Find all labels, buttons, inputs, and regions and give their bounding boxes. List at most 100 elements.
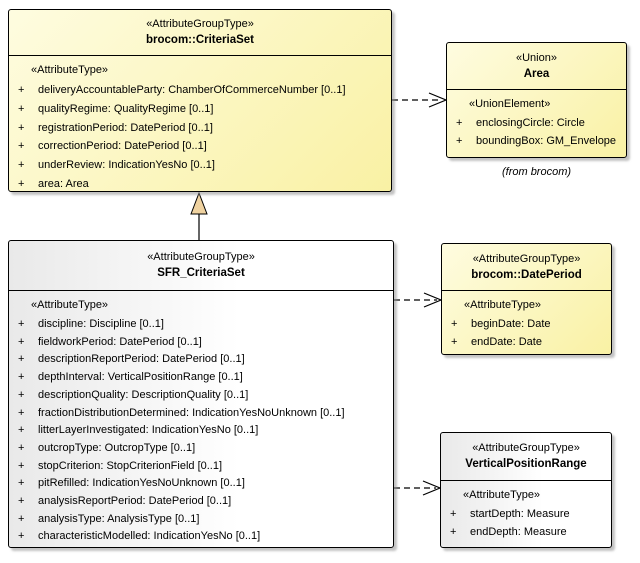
attribute-text: outcropType: OutcropType [0..1] — [38, 441, 196, 454]
class-stereotype: «AttributeGroupType» — [147, 251, 255, 263]
visibility-marker: + — [18, 84, 25, 96]
generalization-connector[interactable] — [190, 191, 208, 240]
class-stereotype: «AttributeGroupType» — [472, 252, 581, 265]
visibility-marker: + — [18, 353, 25, 366]
attribute-text: endDate: Date — [471, 335, 542, 348]
attribute-row: + litterLayerInvestigated: IndicationYes… — [16, 422, 389, 440]
attribute-text: enclosingCircle: Circle — [476, 117, 585, 129]
class-brocom-criteriaset[interactable]: «AttributeGroupType» brocom::CriteriaSet… — [8, 9, 392, 192]
attribute-row: + beginDate: Date — [449, 316, 607, 334]
attribute-row: + analysisReportPeriod: DatePeriod [0..1… — [16, 493, 389, 511]
dependency-connector-dateperiod[interactable] — [394, 292, 443, 308]
attribute-row: + underReview: IndicationYesNo [0..1] — [16, 156, 387, 175]
attribute-text: descriptionQuality: DescriptionQuality [… — [38, 388, 249, 401]
class-stereotype: «AttributeGroupType» — [146, 18, 254, 30]
attribute-text: beginDate: Date — [471, 318, 551, 330]
visibility-marker: + — [18, 406, 25, 419]
attribute-row: + endDepth: Measure — [448, 524, 607, 542]
attribute-row: + descriptionReportPeriod: DatePeriod [0… — [16, 351, 389, 369]
attribute-text: fractionDistributionDetermined: Indicati… — [38, 406, 345, 419]
attribute-row: + depthInterval: VerticalPositionRange [… — [16, 369, 389, 387]
visibility-marker: + — [18, 495, 25, 508]
attribute-row: + registrationPeriod: DatePeriod [0..1] — [16, 119, 387, 138]
attribute-text: stopCriterion: StopCriterionField [0..1] — [38, 459, 223, 472]
attribute-row: + fieldworkPeriod: DatePeriod [0..1] — [16, 334, 389, 352]
section-label: «AttributeType» — [31, 64, 109, 76]
section-label: «AttributeType» — [463, 489, 541, 501]
section-label: «AttributeType» — [31, 299, 109, 311]
attribute-text: underReview: IndicationYesNo [0..1] — [38, 159, 215, 172]
class-name: SFR_CriteriaSet — [157, 267, 245, 279]
visibility-marker: + — [18, 335, 25, 348]
visibility-marker: + — [18, 459, 25, 472]
visibility-marker: + — [18, 388, 25, 401]
class-header: «AttributeGroupType» brocom::CriteriaSet — [9, 10, 391, 56]
attribute-text: endDepth: Measure — [470, 525, 567, 538]
visibility-marker: + — [18, 530, 25, 543]
class-header: «Union» Area — [447, 43, 626, 90]
attribute-row: + boundingBox: GM_Envelope — [454, 133, 622, 151]
attribute-row: + stopCriterion: StopCriterionField [0..… — [16, 458, 389, 476]
class-name: brocom::CriteriaSet — [146, 34, 254, 46]
attribute-text: deliveryAccountableParty: ChamberOfComme… — [38, 84, 346, 96]
attribute-text: analysisReportPeriod: DatePeriod [0..1] — [38, 495, 232, 508]
attribute-text: correctionPeriod: DatePeriod [0..1] — [38, 140, 207, 153]
attribute-text: boundingBox: GM_Envelope — [476, 134, 617, 147]
attribute-row: + startDepth: Measure — [448, 506, 607, 524]
attribute-row: + characteristicModelled: IndicationYesN… — [16, 528, 389, 546]
section-label: «UnionElement» — [469, 98, 551, 110]
visibility-marker: + — [18, 512, 25, 525]
attribute-row: + discipline: Discipline [0..1] — [16, 316, 389, 334]
class-area-union[interactable]: «Union» Area «UnionElement» + enclosingC… — [446, 42, 627, 158]
class-header: «AttributeGroupType» VerticalPositionRan… — [441, 433, 611, 481]
visibility-marker: + — [18, 121, 25, 134]
attribute-text: discipline: Discipline [0..1] — [38, 318, 164, 330]
class-brocom-dateperiod[interactable]: «AttributeGroupType» brocom::DatePeriod … — [441, 243, 612, 355]
visibility-marker: + — [18, 318, 25, 330]
visibility-marker: + — [456, 134, 463, 147]
attribute-row: + correctionPeriod: DatePeriod [0..1] — [16, 137, 387, 156]
visibility-marker: + — [450, 508, 457, 520]
attribute-row: + fractionDistributionDetermined: Indica… — [16, 405, 389, 423]
attributes-compartment: «UnionElement» + enclosingCircle: Circle… — [447, 90, 626, 150]
class-header: «AttributeGroupType» brocom::DatePeriod — [442, 244, 611, 291]
dependency-connector-area[interactable] — [392, 92, 448, 108]
visibility-marker: + — [18, 424, 25, 437]
attribute-text: pitRefilled: IndicationYesNoUnknown [0..… — [38, 477, 245, 490]
attribute-row: + analysisType: AnalysisType [0..1] — [16, 511, 389, 529]
visibility-marker: + — [456, 117, 463, 129]
visibility-marker: + — [18, 371, 25, 384]
visibility-marker: + — [18, 177, 25, 190]
attribute-text: fieldworkPeriod: DatePeriod [0..1] — [38, 335, 202, 348]
attribute-text: depthInterval: VerticalPositionRange [0.… — [38, 371, 243, 384]
attributes-compartment: «AttributeType» + deliveryAccountablePar… — [9, 56, 391, 194]
visibility-marker: + — [451, 318, 458, 330]
visibility-marker: + — [18, 140, 25, 153]
class-verticalpositionrange[interactable]: «AttributeGroupType» VerticalPositionRan… — [440, 432, 612, 548]
attribute-row: + pitRefilled: IndicationYesNoUnknown [0… — [16, 475, 389, 493]
attribute-text: qualityRegime: QualityRegime [0..1] — [38, 102, 214, 115]
section-label: «AttributeType» — [464, 299, 542, 311]
class-stereotype: «Union» — [516, 51, 557, 64]
dependency-connector-verticalpositionrange[interactable] — [394, 480, 442, 496]
visibility-marker: + — [18, 441, 25, 454]
attribute-row: + endDate: Date — [449, 334, 607, 352]
attribute-row: + descriptionQuality: DescriptionQuality… — [16, 387, 389, 405]
attribute-text: startDepth: Measure — [470, 508, 570, 520]
attribute-text: characteristicModelled: IndicationYesNo … — [38, 530, 261, 543]
attributes-compartment: «AttributeType» + discipline: Discipline… — [9, 291, 393, 546]
from-package-note: (from brocom) — [501, 166, 572, 178]
visibility-marker: + — [450, 525, 457, 538]
class-header: «AttributeGroupType» SFR_CriteriaSet — [9, 241, 393, 291]
attribute-row: + deliveryAccountableParty: ChamberOfCom… — [16, 81, 387, 100]
visibility-marker: + — [451, 335, 458, 348]
attribute-row: + area: Area — [16, 175, 387, 194]
class-name: VerticalPositionRange — [465, 458, 587, 470]
attribute-text: litterLayerInvestigated: IndicationYesNo… — [38, 424, 259, 437]
attribute-row: + qualityRegime: QualityRegime [0..1] — [16, 100, 387, 119]
class-sfr-criteriaset[interactable]: «AttributeGroupType» SFR_CriteriaSet «At… — [8, 240, 394, 548]
attribute-row: + enclosingCircle: Circle — [454, 115, 622, 133]
visibility-marker: + — [18, 159, 25, 172]
visibility-marker: + — [18, 102, 25, 115]
attribute-text: analysisType: AnalysisType [0..1] — [38, 512, 200, 525]
